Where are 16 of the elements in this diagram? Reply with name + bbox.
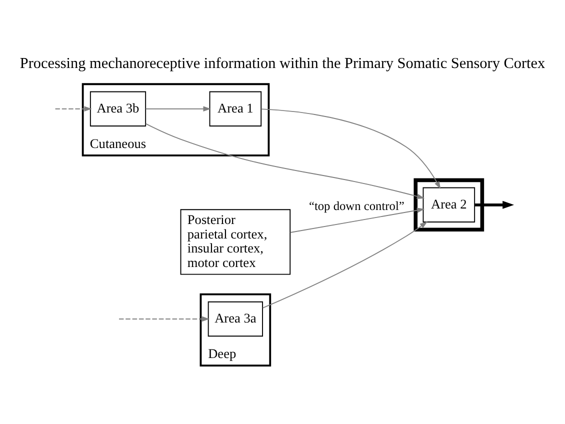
arrow xyxy=(260,108,441,189)
node-box: Area 3b xyxy=(90,90,146,126)
arrow xyxy=(262,220,428,308)
diagram-title: Processing mechanoreceptive information within the Primary Somatic Sensory Cortex xyxy=(20,54,546,72)
arrow xyxy=(145,122,425,198)
arrow xyxy=(118,316,210,322)
node-box: Posterior parietal cortex, insular cortex, motor cortex xyxy=(180,208,291,274)
arrow xyxy=(145,106,211,112)
node-box: Area 2 xyxy=(422,186,476,222)
cluster xyxy=(414,178,484,232)
node-box: Area 3a xyxy=(208,300,263,336)
arrow xyxy=(290,207,425,232)
arrow xyxy=(474,200,514,208)
node-box: Area 1 xyxy=(209,90,262,126)
arrow xyxy=(54,106,92,112)
edge-label: “top down control” xyxy=(308,198,404,213)
